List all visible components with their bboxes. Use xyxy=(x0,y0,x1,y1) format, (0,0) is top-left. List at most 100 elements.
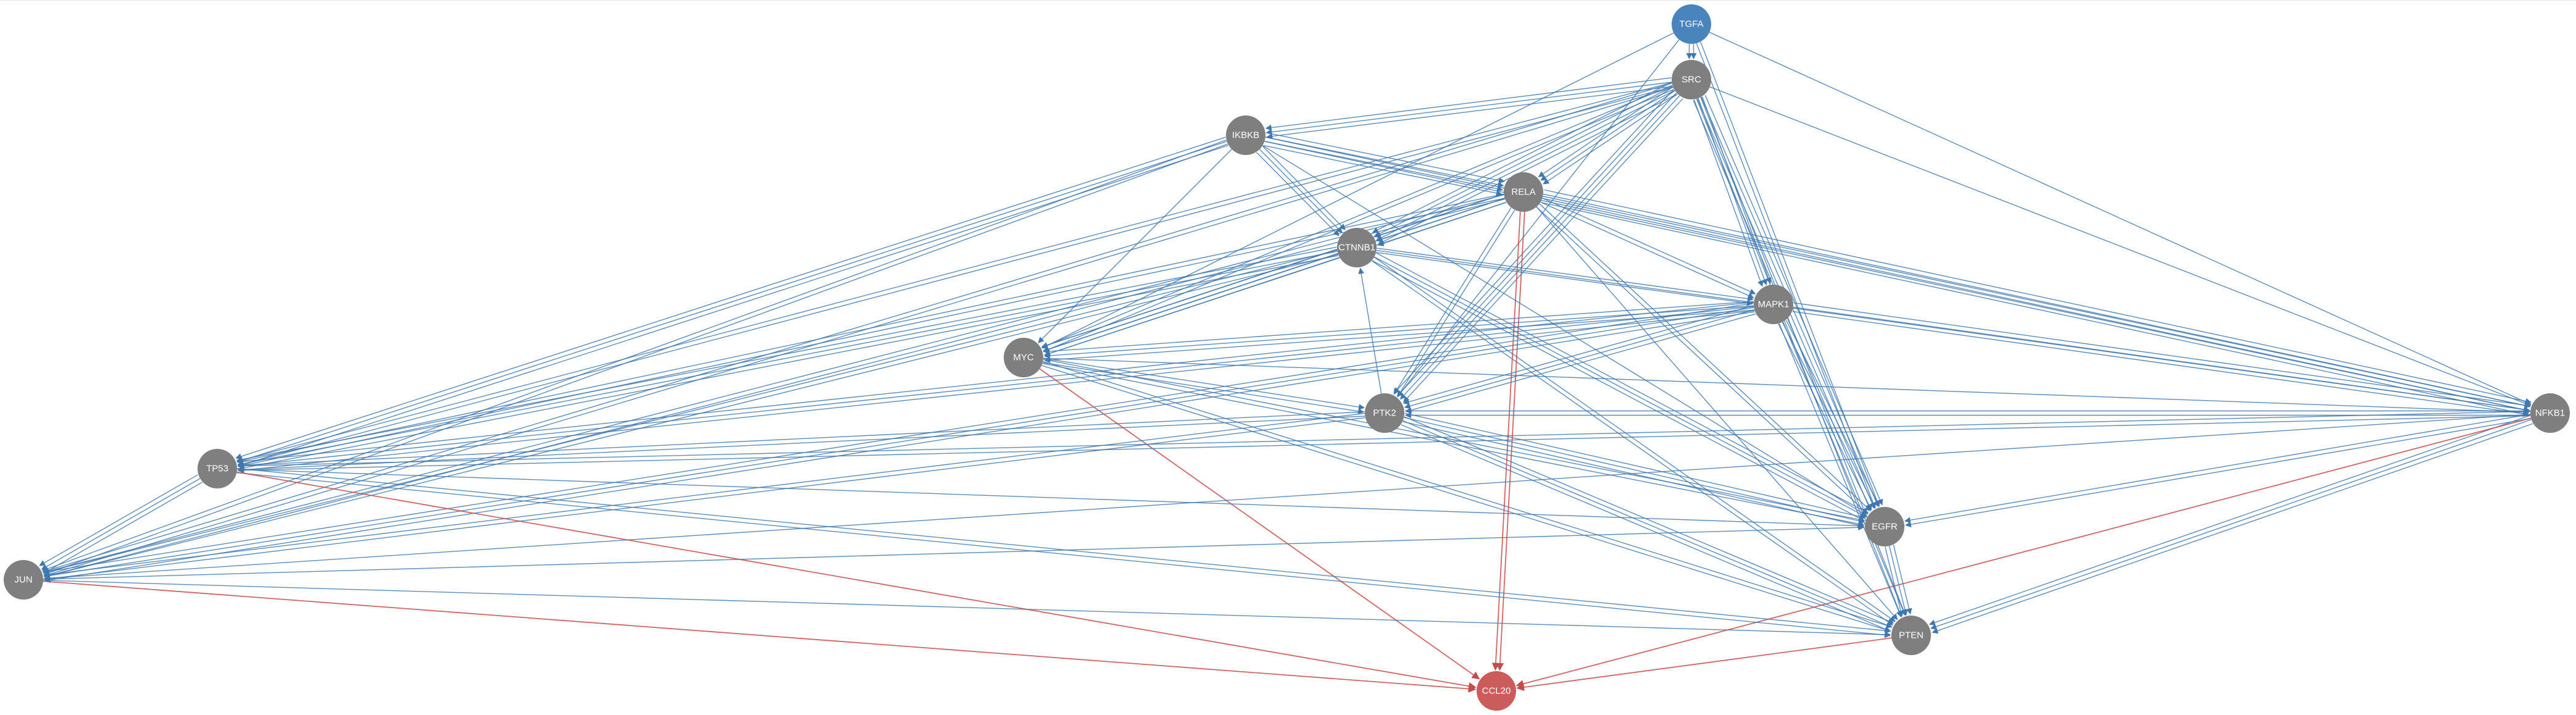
node-pten[interactable]: PTEN xyxy=(1891,616,1931,655)
edge-myc-nfkb1[interactable] xyxy=(1043,358,2530,416)
edge-jun-ccl20[interactable] xyxy=(43,580,1477,693)
edge-rela-egfr[interactable] xyxy=(1536,206,1869,515)
node-tp53[interactable]: TP53 xyxy=(198,449,237,488)
edge-nfkb1-egfr[interactable] xyxy=(1904,414,2531,524)
edge-ctnnb1-egfr[interactable] xyxy=(1373,256,1867,517)
edge-rela-mapk1[interactable] xyxy=(1540,201,1754,299)
edge-tp53-egfr[interactable] xyxy=(236,469,1864,529)
edge-mapk1-tp53[interactable] xyxy=(237,306,1754,469)
edge-ctnnb1-mapk1[interactable] xyxy=(1376,252,1753,306)
edge-ctnnb1-myc[interactable] xyxy=(1043,253,1338,353)
edge-nfkb1-jun[interactable] xyxy=(43,414,2531,582)
edge-src-ikbkb[interactable] xyxy=(1266,86,1673,140)
edge-tgfa-ptk2[interactable] xyxy=(1397,39,1680,398)
edge-src-ctnnb1[interactable] xyxy=(1372,82,1672,233)
edge-tgfa-myc[interactable] xyxy=(1041,32,1674,349)
edge-tp53-jun[interactable] xyxy=(39,474,199,566)
edge-rela-nfkb1[interactable] xyxy=(1542,198,2530,413)
edge-ikbkb-rela[interactable] xyxy=(1264,141,1503,192)
edge-mapk1-nfkb1[interactable] xyxy=(1793,306,2530,412)
edge-pten-ccl20[interactable] xyxy=(1516,637,1892,692)
edge-rela-jun[interactable] xyxy=(43,194,1504,574)
edge-tp53-jun[interactable] xyxy=(41,478,201,570)
edge-ptk2-tp53[interactable] xyxy=(238,416,1365,473)
edge-ikbkb-rela[interactable] xyxy=(1266,132,1505,183)
node-circle[interactable] xyxy=(1754,285,1793,324)
edge-rela-tp53[interactable] xyxy=(236,193,1504,464)
edge-ptk2-ctnnb1[interactable] xyxy=(1358,267,1382,394)
edge-ptk2-tp53[interactable] xyxy=(237,411,1365,469)
edge-ctnnb1-jun[interactable] xyxy=(43,254,1338,579)
edge-tp53-pten[interactable] xyxy=(236,472,1891,638)
edge-mapk1-jun[interactable] xyxy=(43,303,1754,575)
edge-src-ctnnb1[interactable] xyxy=(1373,86,1674,237)
edge-mapk1-jun[interactable] xyxy=(43,307,1754,579)
node-nfkb1[interactable]: NFKB1 xyxy=(2530,393,2570,433)
edge-rela-jun[interactable] xyxy=(43,198,1506,579)
edge-mapk1-ptk2[interactable] xyxy=(1405,313,1756,413)
edge-mapk1-myc[interactable] xyxy=(1044,309,1754,363)
edge-mapk1-tp53[interactable] xyxy=(238,310,1754,474)
edge-mapk1-nfkb1[interactable] xyxy=(1792,311,2530,417)
edge-tp53-ccl20[interactable] xyxy=(236,471,1477,690)
edge-ptk2-jun[interactable] xyxy=(43,412,1365,578)
edge-ikbkb-nfkb1[interactable] xyxy=(1264,141,2530,413)
node-circle[interactable] xyxy=(1504,172,1543,212)
edge-mapk1-egfr[interactable] xyxy=(1778,324,1872,511)
edge-myc-ptk2[interactable] xyxy=(1043,358,1365,410)
edge-nfkb1-pten[interactable] xyxy=(1930,419,2532,630)
edge-ikbkb-tp53[interactable] xyxy=(236,141,1227,464)
node-circle[interactable] xyxy=(4,560,43,600)
edge-rela-tp53[interactable] xyxy=(238,198,1505,469)
edge-src-rela[interactable] xyxy=(1540,90,1675,181)
edge-src-rela[interactable] xyxy=(1538,86,1673,177)
edge-rela-nfkb1[interactable] xyxy=(1541,202,2529,417)
edge-ctnnb1-tp53[interactable] xyxy=(238,255,1339,471)
edge-ctnnb1-egfr[interactable] xyxy=(1376,253,1869,514)
edge-ptk2-egfr[interactable] xyxy=(1404,412,1866,520)
node-circle[interactable] xyxy=(1226,115,1265,155)
edge-myc-ptk2[interactable] xyxy=(1042,362,1364,414)
edge-ptk2-jun[interactable] xyxy=(44,417,1365,582)
edge-src-mapk1[interactable] xyxy=(1693,99,1764,287)
edge-mapk1-nfkb1[interactable] xyxy=(1793,302,2531,409)
edge-ikbkb-rela[interactable] xyxy=(1265,136,1504,188)
edge-src-ikbkb[interactable] xyxy=(1265,77,1672,131)
edge-tgfa-nfkb1[interactable] xyxy=(1709,31,2532,405)
edge-egfr-pten[interactable] xyxy=(1893,545,1912,615)
edge-myc-pten[interactable] xyxy=(1041,365,1891,633)
node-circle[interactable] xyxy=(1004,338,1043,377)
node-circle[interactable] xyxy=(1891,616,1931,655)
edge-src-egfr[interactable] xyxy=(1704,94,1883,506)
node-circle[interactable] xyxy=(198,449,237,488)
edge-ctnnb1-egfr[interactable] xyxy=(1372,260,1865,521)
edge-mapk1-ptk2[interactable] xyxy=(1404,309,1755,409)
edge-src-tp53[interactable] xyxy=(237,86,1674,467)
edge-tp53-jun[interactable] xyxy=(43,482,203,574)
edge-jun-egfr[interactable] xyxy=(43,524,1864,580)
edge-src-nfkb1[interactable] xyxy=(1709,86,2532,407)
edge-nfkb1-ccl20[interactable] xyxy=(1515,417,2532,688)
edge-nfkb1-tp53[interactable] xyxy=(238,415,2531,474)
edge-ptk2-egfr[interactable] xyxy=(1404,417,1865,524)
node-ctnnb1[interactable]: CTNNB1 xyxy=(1337,228,1377,267)
node-egfr[interactable]: EGFR xyxy=(1865,507,1904,546)
edge-src-myc[interactable] xyxy=(1043,88,1675,353)
edge-mapk1-pten[interactable] xyxy=(1778,323,1902,617)
edge-rela-ptk2[interactable] xyxy=(1393,207,1512,395)
node-mapk1[interactable]: MAPK1 xyxy=(1754,285,1793,324)
edge-src-jun[interactable] xyxy=(43,86,1674,577)
edge-ikbkb-ctnnb1[interactable] xyxy=(1259,149,1343,233)
node-myc[interactable]: MYC xyxy=(1004,338,1043,377)
edge-src-ptk2[interactable] xyxy=(1393,89,1674,394)
edge-ctnnb1-tp53[interactable] xyxy=(236,246,1337,462)
node-circle[interactable] xyxy=(1337,228,1377,267)
node-circle[interactable] xyxy=(2530,393,2570,433)
node-circle[interactable] xyxy=(1672,4,1711,44)
edge-ikbkb-jun[interactable] xyxy=(43,143,1228,576)
edge-rela-ccl20[interactable] xyxy=(1496,212,1525,671)
node-ikbkb[interactable]: IKBKB xyxy=(1226,115,1265,155)
edge-ctnnb1-tp53[interactable] xyxy=(237,251,1338,467)
edge-ptk2-pten[interactable] xyxy=(1401,424,1891,632)
